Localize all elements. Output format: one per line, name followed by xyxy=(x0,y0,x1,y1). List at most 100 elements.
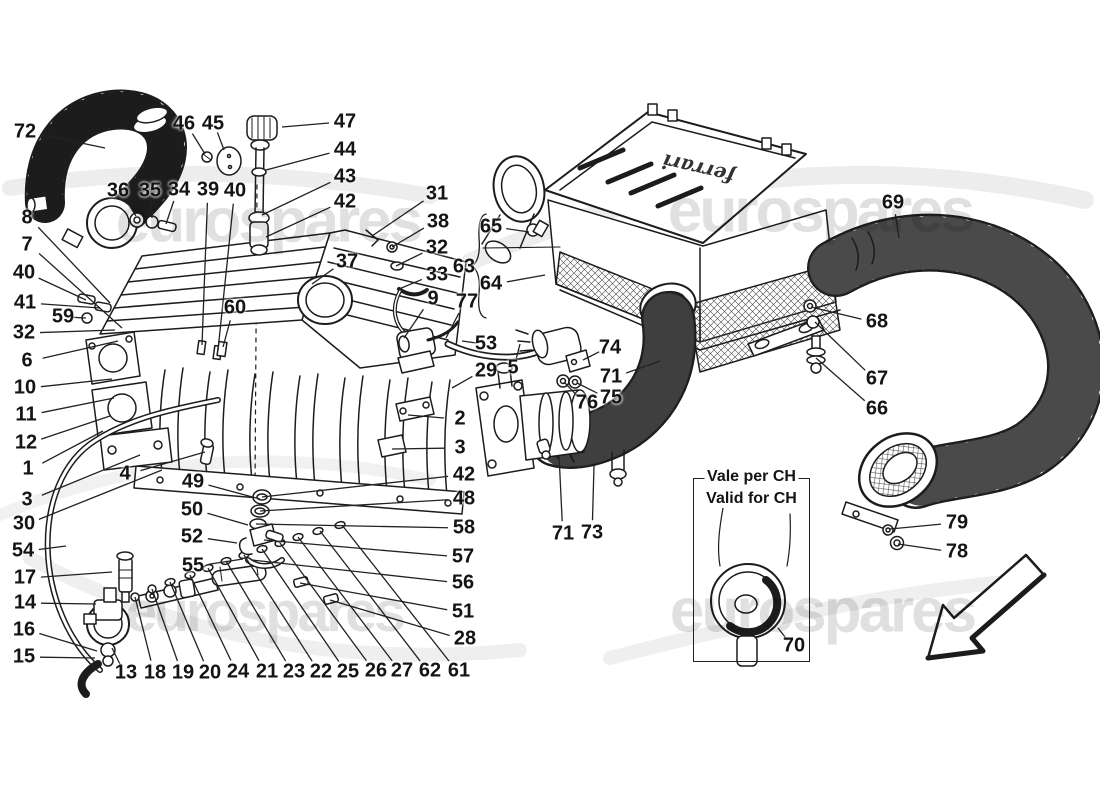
part-number-label: 25 xyxy=(336,660,360,683)
part-number-label: 12 xyxy=(14,431,38,454)
part-number-label: 7 xyxy=(21,233,33,256)
sensor-and-bracket xyxy=(471,213,561,319)
intake-manifold xyxy=(77,184,467,515)
part-number-label: 53 xyxy=(474,332,498,355)
ch-air-intake-70 xyxy=(710,507,791,667)
validity-note-line2: Valid for CH xyxy=(703,490,800,508)
part-number-label: 76 xyxy=(575,391,599,414)
part-number-label: 30 xyxy=(12,512,36,535)
part-number-label: 34 xyxy=(167,178,191,201)
vacuum-hoses xyxy=(44,340,546,673)
part-number-label: 32 xyxy=(12,321,36,344)
part-number-label: 45 xyxy=(201,112,225,135)
part-number-label: 35 xyxy=(138,179,162,202)
part-number-label: 68 xyxy=(865,310,889,333)
air-intake-hose-69 xyxy=(807,213,1100,551)
part-number-label: 16 xyxy=(12,618,36,641)
part-number-label: 20 xyxy=(198,661,222,684)
part-number-label: 67 xyxy=(865,367,889,390)
part-number-label: 60 xyxy=(223,296,247,319)
validity-note-line1: Vale per CH xyxy=(704,468,799,486)
part-number-label: 15 xyxy=(12,645,36,668)
part-number-label: 51 xyxy=(451,600,475,623)
part-number-label: 75 xyxy=(599,386,623,409)
part-number-label: 13 xyxy=(114,661,138,684)
part-number-label: 3 xyxy=(454,436,466,459)
part-number-label: 38 xyxy=(426,210,450,233)
part-number-label: 36 xyxy=(106,179,130,202)
part-number-label: 42 xyxy=(452,463,476,486)
part-number-label: 58 xyxy=(452,516,476,539)
part-number-label: 31 xyxy=(425,182,449,205)
part-number-label: 9 xyxy=(427,287,439,310)
part-number-label: 72 xyxy=(13,120,37,143)
part-number-label: 71 xyxy=(551,522,575,545)
part-number-label: 69 xyxy=(881,191,905,214)
vacuum-actuator xyxy=(365,229,460,458)
part-number-label: 43 xyxy=(333,165,357,188)
part-number-label: 24 xyxy=(226,660,250,683)
part-number-label: 44 xyxy=(333,138,357,161)
part-number-label: 63 xyxy=(452,255,476,278)
part-number-label: 70 xyxy=(782,634,806,657)
part-number-label: 40 xyxy=(223,179,247,202)
part-number-label: 3 xyxy=(21,488,33,511)
part-number-label: 42 xyxy=(333,190,357,213)
part-number-label: 77 xyxy=(455,290,479,313)
part-number-label: 14 xyxy=(13,591,37,614)
part-number-label: 11 xyxy=(15,403,37,426)
part-number-label: 41 xyxy=(13,291,37,314)
part-number-label: 57 xyxy=(451,545,475,568)
intake-hose-72 xyxy=(24,89,187,249)
part-number-label: 5 xyxy=(507,356,519,379)
part-number-label: 78 xyxy=(945,540,969,563)
part-number-label: 73 xyxy=(580,521,604,544)
part-number-label: 37 xyxy=(335,250,359,273)
part-number-label: 48 xyxy=(452,487,476,510)
breather-valve xyxy=(201,115,278,256)
part-number-label: 54 xyxy=(11,539,35,562)
part-number-label: 10 xyxy=(13,376,37,399)
part-number-label: 6 xyxy=(21,349,33,372)
part-number-label: 66 xyxy=(865,397,889,420)
part-number-label: 52 xyxy=(180,525,204,548)
validity-note-box: Vale per CH Valid for CH xyxy=(693,468,810,662)
part-number-label: 74 xyxy=(598,336,622,359)
part-number-label: 33 xyxy=(425,263,449,286)
part-number-label: 27 xyxy=(390,659,414,682)
part-number-label: 65 xyxy=(479,215,503,238)
part-number-label: 19 xyxy=(171,661,195,684)
part-number-label: 55 xyxy=(181,554,205,577)
part-number-label: 64 xyxy=(479,272,503,295)
part-number-label: 2 xyxy=(454,407,466,430)
part-number-label: 4 xyxy=(119,462,131,485)
part-number-label: 71 xyxy=(599,365,623,388)
part-number-label: 26 xyxy=(364,659,388,682)
part-number-label: 28 xyxy=(453,627,477,650)
part-number-label: 79 xyxy=(945,511,969,534)
part-number-label: 50 xyxy=(180,498,204,521)
part-number-label: 29 xyxy=(474,359,498,382)
part-number-label: 17 xyxy=(13,566,37,589)
part-number-label: 61 xyxy=(447,659,471,682)
part-number-label: 21 xyxy=(255,660,279,683)
part-number-label: 56 xyxy=(451,571,475,594)
part-number-label: 8 xyxy=(21,206,33,229)
part-number-label: 39 xyxy=(196,178,220,201)
part-number-label: 40 xyxy=(12,261,36,284)
canister-74 xyxy=(515,326,591,389)
part-number-label: 46 xyxy=(172,112,196,135)
part-number-label: 23 xyxy=(282,660,306,683)
part-number-label: 22 xyxy=(309,660,333,683)
part-number-label: 1 xyxy=(22,457,34,480)
leader-lines xyxy=(37,122,942,666)
part-number-label: 59 xyxy=(51,305,75,328)
part-number-label: 62 xyxy=(418,659,442,682)
part-number-label: 47 xyxy=(333,110,357,133)
part-number-label: 49 xyxy=(181,470,205,493)
throttle-body-assembly xyxy=(475,291,697,487)
part-number-label: 18 xyxy=(143,661,167,684)
direction-arrow xyxy=(925,553,1047,661)
